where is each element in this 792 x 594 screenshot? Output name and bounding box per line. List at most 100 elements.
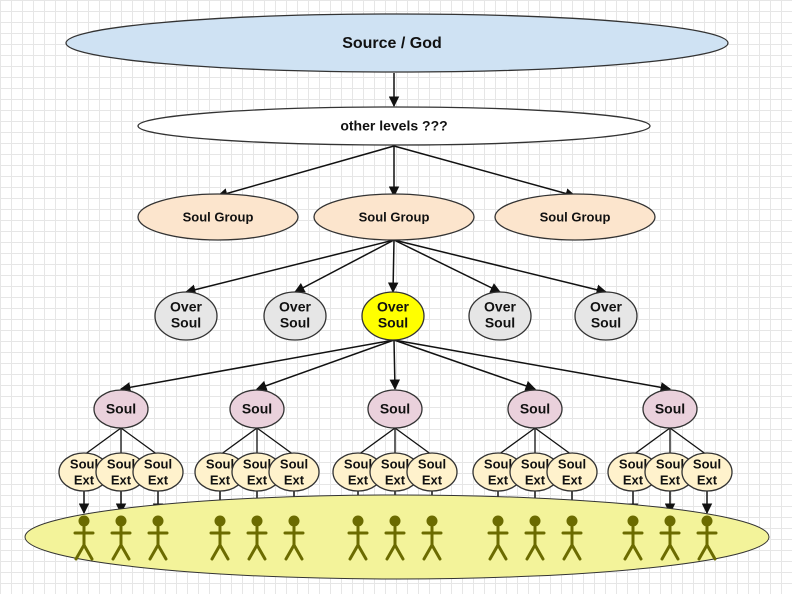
over-soul-node[interactable] [468,291,532,341]
over-soul-label-line2: Soul [591,315,621,331]
soul-ext-label-line2: Ext [111,472,132,487]
source-label: Source / God [342,35,442,52]
soul-ext-label-line1: Soul [107,456,135,471]
edge-other-soulgroup [393,145,577,199]
soul-ext-label-line1: Soul [144,456,172,471]
soul-ext-label-line1: Soul [656,456,684,471]
human-figure-icon [561,515,583,561]
soul-ext-label-line1: Soul [243,456,271,471]
soul-group-node[interactable] [137,193,299,241]
over-soul-node[interactable] [154,291,218,341]
human-figure-icon [622,515,644,561]
edge-soul-ext [357,427,396,456]
human-figure-icon [209,515,231,561]
soul-ext-label-line1: Soul [558,456,586,471]
over-soul-label-line2: Soul [171,315,201,331]
over-soul-label-line1: Over [377,299,409,315]
soul-ext-label-line2: Ext [348,472,369,487]
soul-ext-label-line2: Ext [697,472,718,487]
soul-ext-label-line2: Ext [562,472,583,487]
over-soul-node-highlighted[interactable] [361,291,425,341]
human-figure-icon [421,515,443,561]
human-figure-icon [347,515,369,561]
soul-node[interactable] [642,389,698,429]
soul-ext-label-line1: Soul [344,456,372,471]
soul-ext-node[interactable] [268,452,320,492]
soul-ext-node[interactable] [406,452,458,492]
edge-soul-ext [632,427,671,456]
soul-ext-label-line1: Soul [619,456,647,471]
soul-label: Soul [520,401,550,417]
human-figure-icon [283,515,305,561]
human-figure-icon [487,515,509,561]
over-soul-label-line1: Over [484,299,516,315]
soul-ext-label-line1: Soul [381,456,409,471]
over-soul-label-line1: Over [170,299,202,315]
edge-soul-ext [83,427,122,456]
connection-lines [78,73,713,515]
human-figure-icon [384,515,406,561]
soul-ext-label-line1: Soul [693,456,721,471]
soul-group-node[interactable] [313,193,475,241]
edge-soulgroup-oversoul [393,239,501,293]
soul-ext-node[interactable] [132,452,184,492]
soul-ext-label-line2: Ext [385,472,406,487]
edge-soul-ext [497,427,536,456]
soul-ext-label-line1: Soul [521,456,549,471]
human-figure-icon [110,515,132,561]
soul-label: Soul [106,401,136,417]
soul-ext-label-line2: Ext [422,472,443,487]
edge-other-soulgroup [216,145,395,199]
edge-soulgroup-oversoul [387,239,399,294]
over-soul-label-line2: Soul [378,315,408,331]
edge-soul-ext [120,427,159,456]
soul-node[interactable] [507,389,563,429]
edge-oversoul-soul [393,339,536,391]
over-soul-label-line2: Soul [280,315,310,331]
soul-group-label: Soul Group [359,209,430,224]
soul-label: Soul [380,401,410,417]
human-figure-icon [524,515,546,561]
over-soul-label-line1: Over [279,299,311,315]
source-node[interactable] [65,13,729,73]
human-figure-icon [659,515,681,561]
soul-label: Soul [655,401,685,417]
edge-oversoul-soul [393,339,672,393]
soul-ext-label-line1: Soul [206,456,234,471]
edge-oversoul-soul [256,339,395,391]
soul-ext-label-line2: Ext [623,472,644,487]
human-figure-icon [696,515,718,561]
other-levels-node[interactable] [137,106,651,146]
other-levels-label: other levels ??? [340,118,447,134]
soul-ext-label-line2: Ext [488,472,509,487]
soul-node[interactable] [367,389,423,429]
edge-soul-ext [669,427,708,456]
soul-label: Soul [242,401,272,417]
soul-ext-label-line2: Ext [660,472,681,487]
edge-soulgroup-oversoul [294,239,395,293]
edge-oversoul-soul [389,339,401,391]
human-figure-icon [246,515,268,561]
over-soul-node[interactable] [574,291,638,341]
soul-ext-node[interactable] [546,452,598,492]
soul-node[interactable] [93,389,149,429]
soul-ext-label-line2: Ext [74,472,95,487]
soul-ext-label-line2: Ext [525,472,546,487]
soul-group-node[interactable] [494,193,656,241]
over-soul-label-line2: Soul [485,315,515,331]
soul-ext-label-line2: Ext [284,472,305,487]
soul-node[interactable] [229,389,285,429]
soul-group-label: Soul Group [183,209,254,224]
human-figure-icon [147,515,169,561]
edge-soul-ext [394,427,433,456]
soul-ext-label-line2: Ext [247,472,268,487]
soul-ext-label-line1: Soul [70,456,98,471]
earth-ellipse[interactable] [24,494,770,580]
soul-group-label: Soul Group [540,209,611,224]
soul-ext-node[interactable] [681,452,733,492]
edge-soul-ext [219,427,258,456]
over-soul-node[interactable] [263,291,327,341]
soul-ext-label-line1: Soul [280,456,308,471]
